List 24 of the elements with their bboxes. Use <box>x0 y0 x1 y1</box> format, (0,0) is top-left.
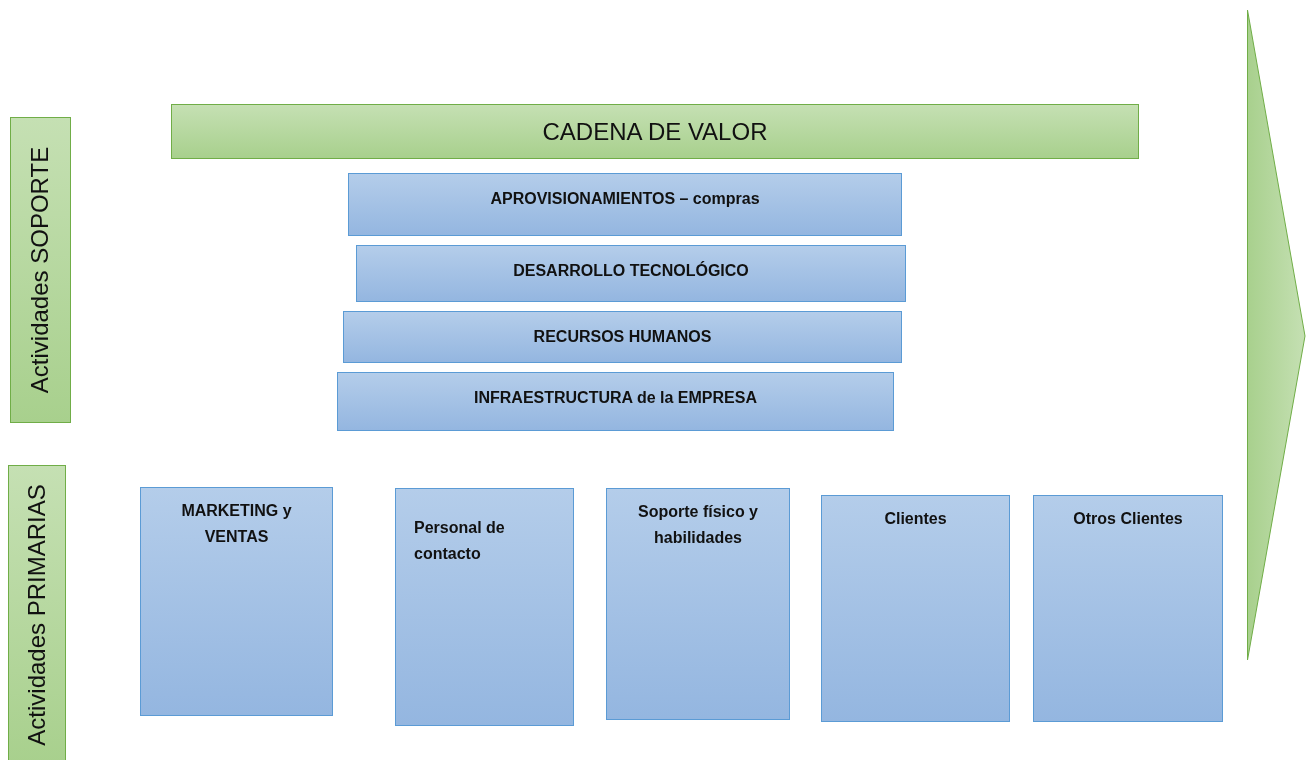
category-band <box>8 465 66 760</box>
header-bar <box>171 104 1139 159</box>
support-activity-box <box>343 311 902 363</box>
activity-label: INFRAESTRUCTURA de la EMPRESA <box>474 388 757 408</box>
primary-activity-box <box>395 488 574 726</box>
activity-label: RECURSOS HUMANOS <box>533 327 712 347</box>
band-label: Actividades SOPORTE <box>26 146 55 394</box>
activity-label: Personal de contacto <box>414 518 506 564</box>
support-activity-box <box>337 372 894 431</box>
support-activity-box <box>348 173 902 236</box>
primary-activity-box <box>606 488 790 720</box>
support-activity-box <box>356 245 906 302</box>
primary-activity-box <box>821 495 1010 722</box>
activity-label: Soporte físico y habilidades <box>637 502 759 548</box>
activity-label: Otros Clientes <box>1073 509 1183 529</box>
band-label: Actividades PRIMARIAS <box>23 484 51 746</box>
primary-activity-box <box>140 487 333 716</box>
activity-label: DESARROLLO TECNOLÓGICO <box>513 260 749 281</box>
activity-label: APROVISIONAMIENTOS – compras <box>490 189 760 209</box>
activity-label: Clientes <box>884 509 947 529</box>
header-title: CADENA DE VALOR <box>542 117 768 146</box>
primary-activity-box <box>1033 495 1223 722</box>
category-band <box>10 117 71 423</box>
activity-label: MARKETING y VENTAS <box>180 501 293 547</box>
